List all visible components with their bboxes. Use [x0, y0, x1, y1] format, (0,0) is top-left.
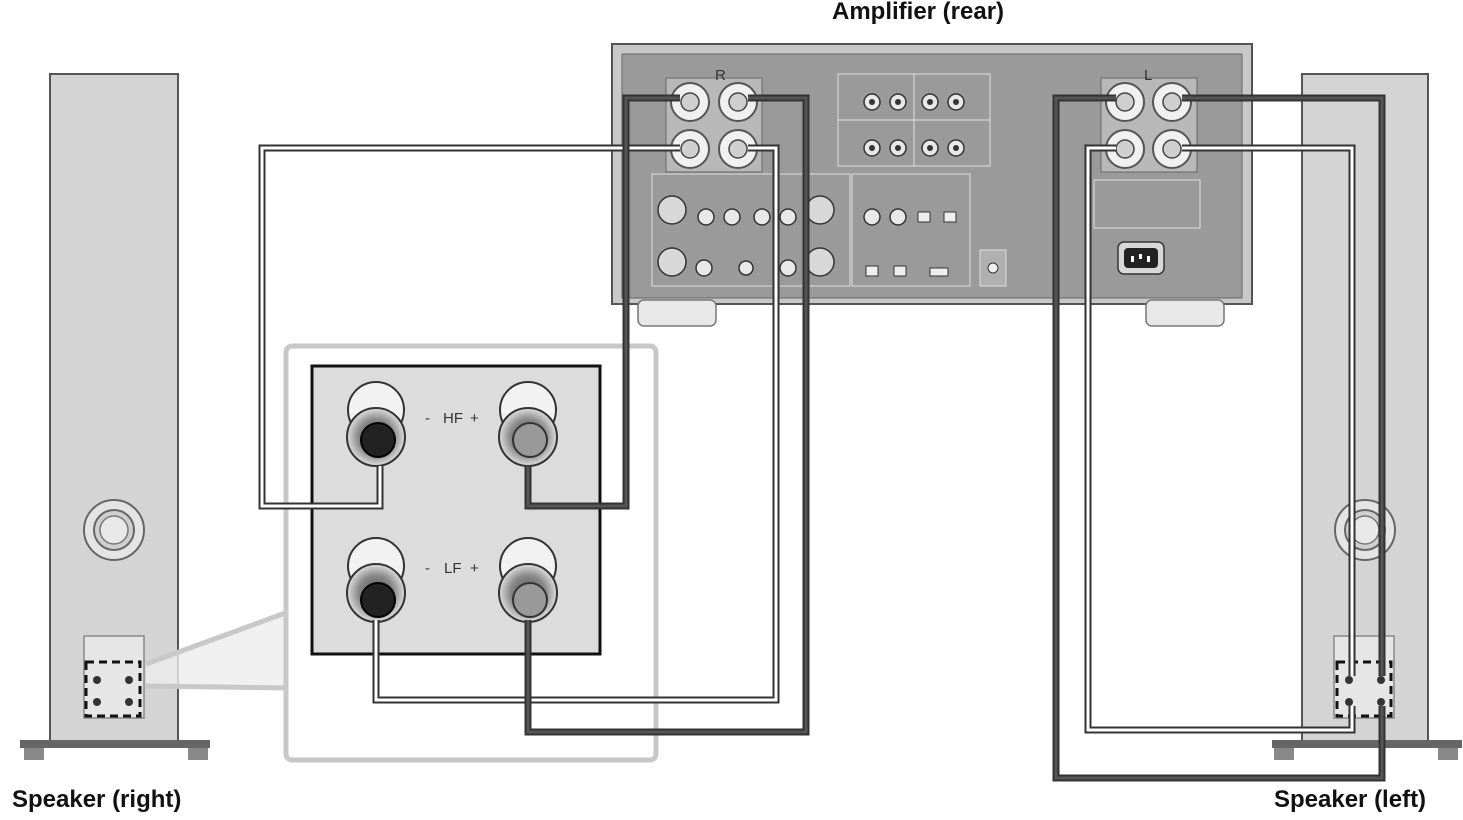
binding-post-hf-minus: [346, 381, 406, 467]
speaker-right: [20, 73, 210, 760]
channel-l-mark: L: [1144, 67, 1152, 84]
amplifier-label: Amplifier (rear): [832, 0, 1005, 25]
binding-post-hf-plus: [498, 381, 558, 467]
speaker-left: [1272, 73, 1462, 760]
lf-plus: +: [470, 560, 479, 577]
hf-label: HF: [443, 410, 463, 427]
binding-post-lf-plus: [498, 537, 558, 623]
speaker-right-label: Speaker (right): [12, 786, 182, 813]
terminal-plate-right: [83, 635, 145, 719]
enlarged-terminal-plate: - HF + - LF +: [310, 364, 602, 656]
speaker-left-label: Speaker (left): [1274, 786, 1427, 813]
amplifier-rear-panel: R L: [611, 43, 1253, 327]
lf-minus: -: [425, 560, 430, 577]
terminal-callout: [145, 343, 659, 763]
channel-r-mark: R: [715, 67, 726, 84]
lf-label: LF: [444, 560, 462, 577]
cables-left-speaker: [1052, 94, 1386, 782]
cables-right-speaker: [258, 94, 810, 736]
hf-minus: -: [425, 410, 430, 427]
hf-plus: +: [470, 410, 479, 427]
binding-post-lf-minus: [346, 537, 406, 623]
